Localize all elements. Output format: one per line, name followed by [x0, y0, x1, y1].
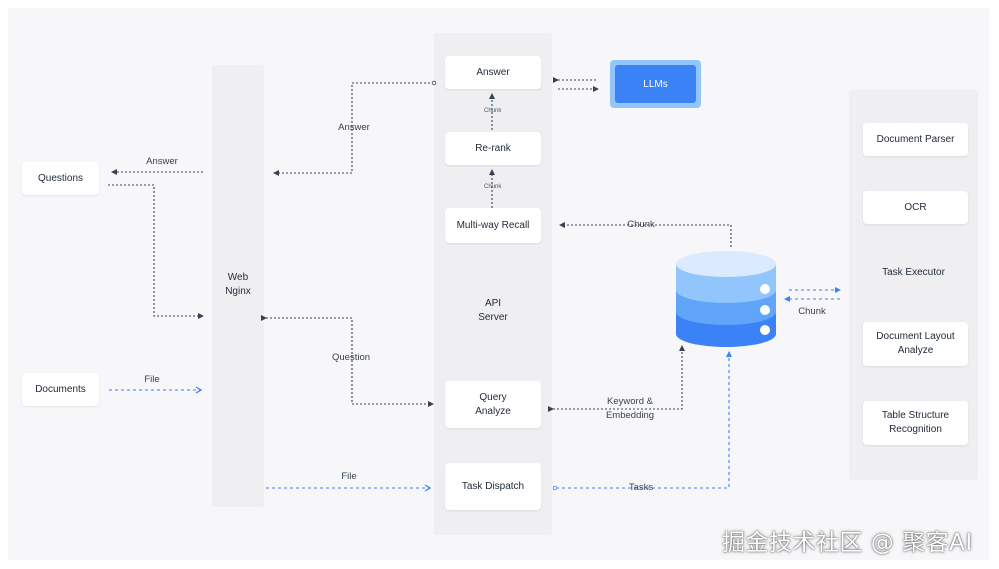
- task-dispatch-box[interactable]: Task Dispatch: [445, 463, 541, 510]
- task-executor-label: Task Executor: [882, 267, 945, 278]
- label-chunk-recall-rerank: Chunk: [484, 184, 502, 190]
- label-chunk-db-recall: Chunk: [627, 219, 655, 230]
- dispatch-port: [552, 485, 558, 491]
- edge-keyword-embedding: [548, 345, 685, 412]
- multi-way-recall-box[interactable]: Multi-way Recall: [445, 208, 541, 243]
- label-file-dispatch: File: [341, 471, 357, 482]
- document-layout-analyze-box[interactable]: Document Layout Analyze: [863, 322, 968, 366]
- rerank-box[interactable]: Re-rank: [445, 132, 541, 165]
- ocr-box[interactable]: OCR: [863, 191, 968, 224]
- label-tasks: Tasks: [628, 482, 654, 493]
- edge-answer-to-web: [273, 82, 434, 176]
- answer-box[interactable]: Answer: [445, 56, 541, 89]
- label-answer-to-questions: Answer: [146, 156, 178, 167]
- label-question: Question: [331, 352, 371, 363]
- table-structure-recognition-box[interactable]: Table Structure Recognition: [863, 401, 968, 445]
- label-file-documents: File: [144, 374, 160, 385]
- answer-port: [431, 80, 437, 86]
- edge-db-to-recall: [559, 222, 732, 247]
- api-server-column: [434, 33, 552, 535]
- document-parser-box[interactable]: Document Parser: [863, 123, 968, 156]
- questions-box[interactable]: Questions: [22, 162, 99, 195]
- label-chunk-rerank-answer: Chunk: [484, 108, 502, 114]
- label-answer-to-web: Answer: [338, 122, 370, 133]
- api-server-label: API Server: [478, 298, 508, 323]
- edge-question-web-query: [261, 315, 434, 407]
- web-nginx-column: [212, 65, 264, 507]
- documents-box[interactable]: Documents: [22, 373, 99, 406]
- label-keyword-embedding: Keyword & Embedding: [605, 396, 655, 421]
- edge-questions-to-web: [108, 184, 204, 319]
- llms-box[interactable]: LLMs: [610, 60, 701, 108]
- label-chunk-db-executor: Chunk: [798, 306, 826, 317]
- llms-label: LLMs: [615, 65, 696, 103]
- watermark: 掘金技术社区 @ 聚客AI: [722, 530, 973, 556]
- web-nginx-label: Web Nginx: [225, 272, 251, 297]
- database-icon: [676, 251, 776, 347]
- query-analyze-box[interactable]: Query Analyze: [445, 381, 541, 428]
